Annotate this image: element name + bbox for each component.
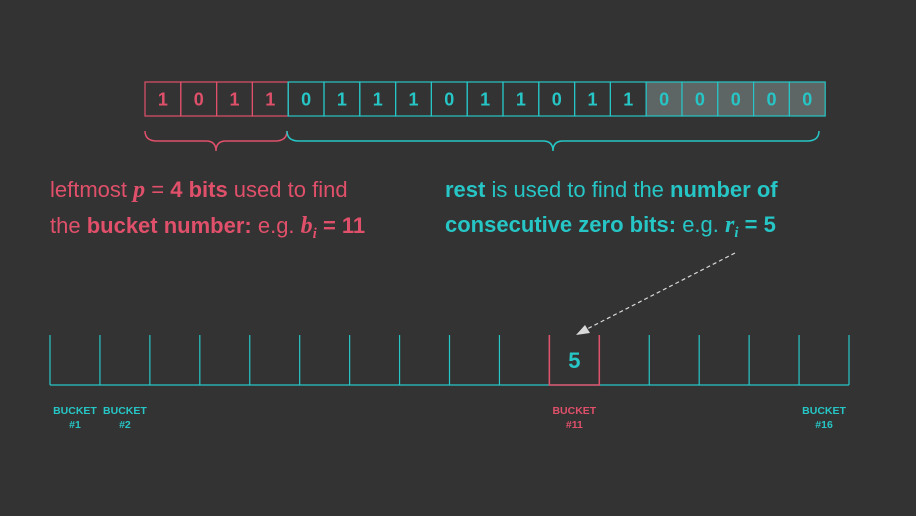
bucket-bits-brace [144, 130, 288, 152]
bucket-row: 5 [49, 335, 850, 386]
bit-value: 1 [158, 90, 168, 110]
bit-value: 0 [301, 90, 311, 110]
text-the: the [50, 213, 87, 238]
bit-cell [681, 81, 719, 117]
arrowhead-icon [576, 325, 590, 335]
text-rest: rest [445, 177, 486, 202]
bit-value: 1 [229, 90, 239, 110]
bucket-label-word: BUCKET [53, 405, 97, 417]
text-bucket-number: bucket number: [86, 213, 252, 238]
bit-value: 1 [623, 90, 633, 110]
bit-cell [788, 81, 826, 117]
bucket-label-word: BUCKET [802, 405, 846, 417]
bit-value: 0 [766, 90, 776, 110]
text-eg: e.g. [676, 212, 725, 237]
left-description-line2: the bucket number: e.g. bi = 11 [50, 208, 365, 252]
bit-value: 1 [337, 90, 347, 110]
text-equals: = [145, 177, 171, 202]
bucket-label: BUCKET #11 [544, 404, 604, 432]
bucket-label-word: BUCKET [552, 405, 597, 417]
right-description: rest is used to find the number of conse… [445, 172, 778, 251]
bucket-label: BUCKET #2 [95, 404, 155, 432]
bucket-label-number: #11 [565, 419, 583, 431]
text-is-used-to-find: is used to find the [485, 177, 671, 202]
text-eg: e.g. [251, 213, 301, 238]
bit-value: 1 [373, 90, 383, 110]
bit-value: 1 [265, 90, 275, 110]
text-used-to-find: used to find [227, 177, 348, 202]
bit-value: 0 [444, 90, 454, 110]
text-equals-5: = 5 [738, 212, 776, 237]
bucket-label: BUCKET #1 [45, 404, 105, 432]
left-description-line1: leftmost p = 4 bits used to find [50, 172, 365, 208]
highlight-bucket [548, 335, 601, 386]
b-variable: b [300, 213, 313, 239]
bit-value: 0 [194, 90, 204, 110]
b-i-variable: bi [300, 213, 317, 242]
right-description-line2: consecutive zero bits: e.g. ri = 5 [445, 207, 778, 251]
bit-cell [717, 81, 755, 117]
bucket-label-number: #16 [815, 419, 833, 431]
bit-value: 0 [659, 90, 669, 110]
text-equals-11: = 11 [316, 213, 366, 238]
p-variable: p [133, 177, 146, 203]
bucket-label-word: BUCKET [103, 405, 147, 417]
rest-bits-brace [286, 130, 820, 152]
bit-value: 1 [408, 90, 418, 110]
right-description-line1: rest is used to find the number of [445, 172, 778, 207]
r-variable: r [725, 212, 735, 238]
bit-value: 0 [552, 90, 562, 110]
bit-value: 1 [480, 90, 490, 110]
text-consecutive-zero-bits: consecutive zero bits: [445, 212, 677, 237]
bucket-label-number: #1 [69, 419, 81, 431]
bit-value: 0 [802, 90, 812, 110]
bit-value: 1 [587, 90, 597, 110]
bucket-label-number: #2 [119, 419, 131, 431]
bit-value: 1 [516, 90, 526, 110]
r-subscript: i [734, 225, 739, 241]
bucket-value: 5 [568, 348, 580, 373]
bit-value: 0 [731, 90, 741, 110]
left-description: leftmost p = 4 bits used to find the buc… [50, 172, 365, 252]
bucket-label: BUCKET #16 [794, 404, 854, 432]
arrow-rest-to-bucket [576, 252, 736, 335]
r-i-variable: ri [725, 212, 739, 241]
bit-string: 1 0 1 1 0 1 1 1 0 1 1 0 1 1 0 0 0 0 0 [144, 81, 826, 117]
bit-cell [752, 81, 790, 117]
bit-cell [645, 81, 683, 117]
text-number-of: number of [670, 177, 778, 202]
text-4-bits: 4 bits [170, 177, 228, 202]
text-leftmost: leftmost [50, 177, 134, 202]
b-subscript: i [312, 226, 317, 242]
bit-value: 0 [695, 90, 705, 110]
